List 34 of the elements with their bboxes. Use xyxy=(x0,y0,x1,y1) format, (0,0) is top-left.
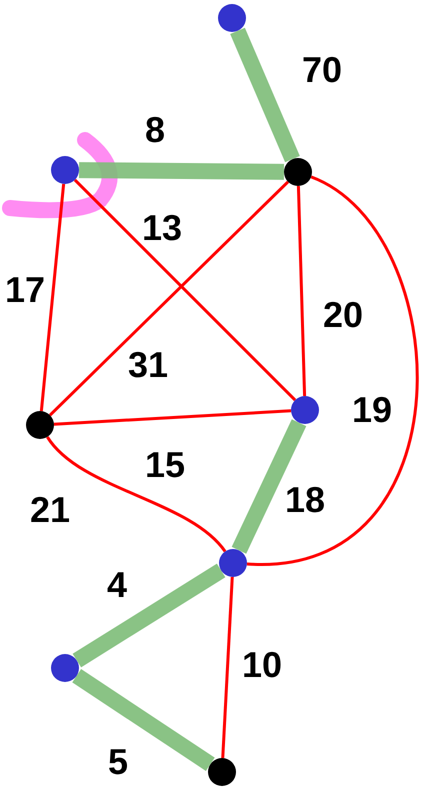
graph-vertex xyxy=(219,549,247,577)
edge-weight: 10 xyxy=(242,647,282,683)
graph-vertex xyxy=(51,654,79,682)
edge-line xyxy=(48,180,290,416)
highlighted-edge xyxy=(72,564,226,668)
graph-vertex xyxy=(208,758,236,786)
edge-line xyxy=(74,178,296,402)
edge-line xyxy=(40,184,66,412)
edge-weight: 13 xyxy=(142,210,182,246)
edge-weight: 31 xyxy=(128,347,168,383)
graph-vertex xyxy=(291,396,319,424)
edge-weight: 17 xyxy=(4,272,46,308)
edge-weight: 20 xyxy=(322,297,364,333)
edge-weight: 19 xyxy=(352,392,392,428)
graph-vertex xyxy=(218,4,246,32)
graph-vertex xyxy=(26,411,54,439)
edge-weight: 70 xyxy=(302,52,342,88)
edge-weight: 4 xyxy=(106,567,128,603)
edge-weight: 18 xyxy=(284,482,326,518)
edge-line xyxy=(296,186,306,396)
edge-line xyxy=(246,176,418,566)
edge-line xyxy=(54,409,292,426)
edge-weight: 5 xyxy=(108,744,128,780)
edge-weight: 8 xyxy=(144,112,166,148)
highlighted-edge xyxy=(78,162,284,180)
edge-line xyxy=(46,436,226,552)
highlighted-edge xyxy=(230,28,300,162)
graph-vertex xyxy=(51,156,79,184)
edge-weight: 15 xyxy=(144,447,186,483)
highlighted-edge xyxy=(72,669,215,771)
graph-vertex xyxy=(284,158,312,186)
highlighted-edge xyxy=(232,419,306,554)
edge-weight: 21 xyxy=(30,492,70,528)
edge-line xyxy=(221,576,234,758)
